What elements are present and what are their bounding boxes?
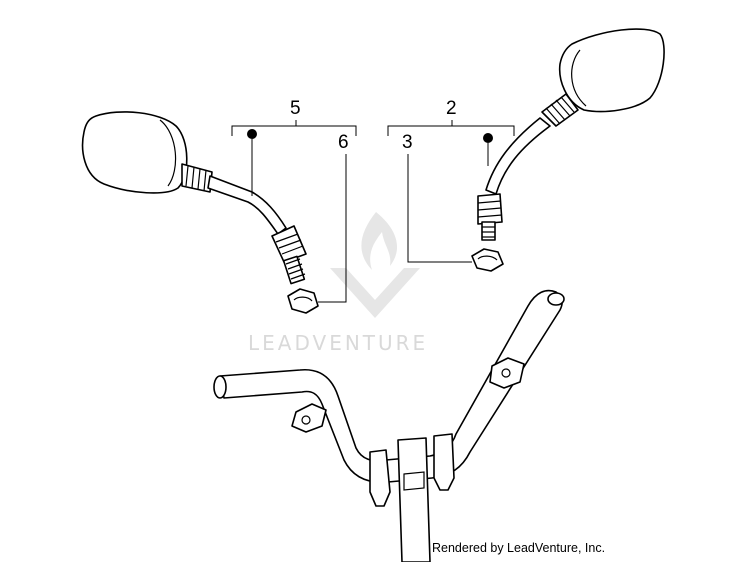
- left-nut: [287, 288, 319, 314]
- right-grip-end: [547, 292, 565, 306]
- left-grip-end: [213, 375, 227, 399]
- right-nut: [471, 248, 504, 272]
- callout-5: 5: [290, 98, 301, 119]
- right-mirror-arm: [485, 117, 551, 195]
- steering-stem: [397, 437, 431, 562]
- rendered-by-credit: Rendered by LeadVenture, Inc.: [432, 541, 606, 555]
- left-mirror-arm: [207, 175, 287, 235]
- left-bullet-marker: [247, 129, 257, 139]
- handlebar: [213, 289, 565, 562]
- leadventure-watermark-logo: LEADVENTURE: [248, 212, 428, 355]
- left-clamp: [369, 449, 391, 507]
- left-callout-bracket: 5 6: [231, 98, 357, 303]
- right-clamp: [433, 433, 455, 491]
- handlebar-tube: [219, 289, 563, 484]
- callout-6: 6: [338, 132, 349, 153]
- watermark-text: LEADVENTURE: [248, 331, 428, 355]
- right-callout-bracket: 2 3: [387, 98, 515, 263]
- callout-3: 3: [402, 132, 413, 153]
- right-mirror-assembly: [471, 28, 665, 272]
- right-mirror-head: [558, 28, 665, 113]
- right-mirror-mount-bracket: [489, 357, 525, 389]
- callout-2: 2: [446, 98, 457, 119]
- right-mirror-stem-boot: [541, 93, 579, 127]
- left-mirror-head: [81, 111, 188, 194]
- left-mirror-assembly: [81, 111, 319, 314]
- right-bullet-marker: [483, 133, 493, 143]
